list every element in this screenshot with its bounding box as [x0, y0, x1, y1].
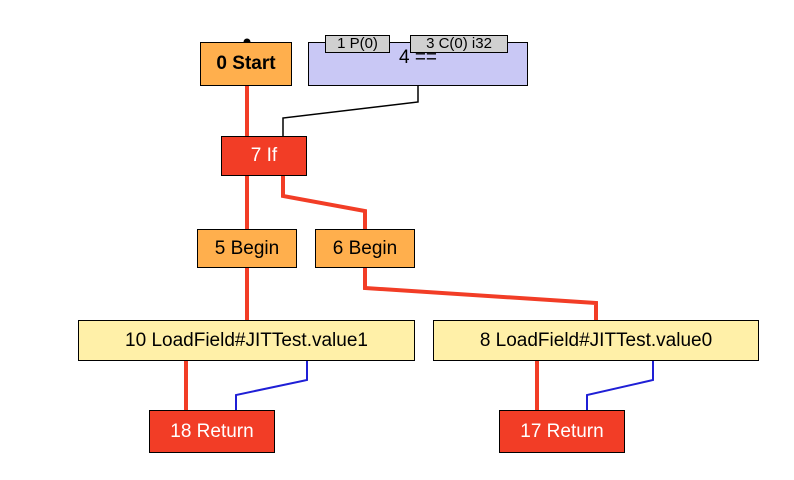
begin-node-5-label: 5 Begin [214, 237, 280, 259]
if-node[interactable]: 7 If [221, 136, 307, 176]
begin-node-5[interactable]: 5 Begin [197, 229, 297, 268]
return-node-18-label: 18 Return [170, 420, 254, 442]
loadfield-node-10[interactable]: 10 LoadField#JITTest.value1 [78, 320, 415, 361]
edge-value0-to-return17 [586, 361, 654, 410]
if-node-label: 7 If [250, 145, 278, 166]
begin-node-6-label: 6 Begin [332, 237, 398, 259]
edge-value1-to-return18 [235, 361, 308, 410]
loadfield-node-8-label: 8 LoadField#JITTest.value0 [479, 329, 713, 351]
return-node-18[interactable]: 18 Return [149, 410, 275, 453]
edge-compare-to-if [282, 86, 419, 136]
loadfield-node-10-label: 10 LoadField#JITTest.value1 [125, 329, 368, 351]
return-node-17-label: 17 Return [520, 420, 604, 442]
begin-node-6[interactable]: 6 Begin [315, 229, 415, 268]
start-node-label: 0 Start [216, 53, 276, 74]
edge-begin6-to-load8 [363, 268, 598, 320]
compare-input-constant[interactable]: 3 C(0) i32 [410, 35, 508, 53]
loadfield-node-8[interactable]: 8 LoadField#JITTest.value0 [433, 320, 759, 361]
compare-input-param[interactable]: 1 P(0) [325, 35, 390, 53]
start-node[interactable]: 0 Start [200, 42, 292, 86]
edge-if-to-begin6 [281, 176, 367, 229]
return-node-17[interactable]: 17 Return [499, 410, 625, 453]
